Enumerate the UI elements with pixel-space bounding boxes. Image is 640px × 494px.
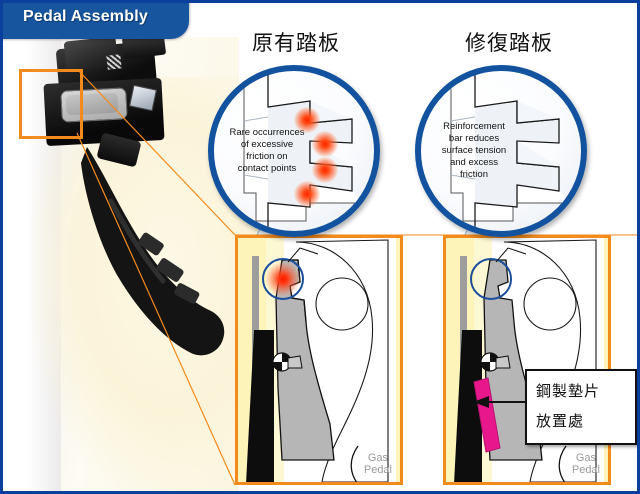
gas-pedal-label-left-line2: Pedal (363, 464, 392, 476)
caption-line: Rare occurrences (229, 127, 305, 138)
magnifier-right-caption: Reinforcement bar reduces surface tensio… (431, 121, 517, 181)
heading-original-pedal: 原有踏板 (252, 32, 340, 55)
panel-right-diagram (446, 238, 608, 482)
caption-line: friction (460, 169, 488, 180)
gas-pedal-label-right-line2: Pedal (571, 464, 600, 476)
callout-line-1: 鋼製墊片 (536, 383, 601, 400)
title-banner: Pedal Assembly (3, 3, 189, 39)
magnifier-repaired-pedal: Reinforcement bar reduces surface tensio… (415, 65, 587, 237)
magnifier-original-pedal: Rare occurrences of excessive friction o… (208, 65, 380, 237)
pedal-arm (81, 141, 231, 381)
caption-line: friction on (246, 151, 288, 162)
magnifier-left-caption: Rare occurrences of excessive friction o… (224, 127, 310, 175)
page-title: Pedal Assembly (23, 8, 148, 25)
photo-zoom-highlight-box (19, 69, 83, 139)
friction-hotspot-icon (312, 157, 338, 183)
pedal-datamatrix-code (106, 54, 122, 70)
caption-line: Reinforcement (443, 121, 505, 132)
friction-hotspot-icon (294, 107, 320, 133)
callout-arrow-icon (473, 396, 529, 408)
callout-line-2: 放置處 (536, 413, 585, 430)
panel-original-pedal: Gas Pedal (235, 235, 403, 485)
steel-shim-callout: 鋼製墊片 放置處 (525, 369, 637, 445)
caption-line: of excessive (240, 139, 294, 150)
gas-pedal-label-left-line1: Gas (367, 452, 389, 464)
caption-line: surface tension (441, 145, 507, 156)
pedal-photo-region (3, 32, 261, 491)
panel-repaired-pedal: Gas Pedal (443, 235, 611, 485)
caption-line: and excess (449, 157, 499, 168)
gas-pedal-label-right: Gas Pedal (572, 452, 600, 476)
friction-hotspot-icon (294, 181, 320, 207)
gas-pedal-label-left: Gas Pedal (364, 452, 392, 476)
heading-repaired-pedal: 修復踏板 (465, 32, 553, 55)
caption-line: contact points (237, 163, 297, 174)
gas-pedal-label-right-line1: Gas (575, 452, 597, 464)
pedal-sensor-chip (128, 84, 158, 112)
friction-hotspot-icon (312, 131, 338, 157)
panel-left-diagram (238, 238, 400, 482)
caption-line: bar reduces (448, 133, 500, 144)
